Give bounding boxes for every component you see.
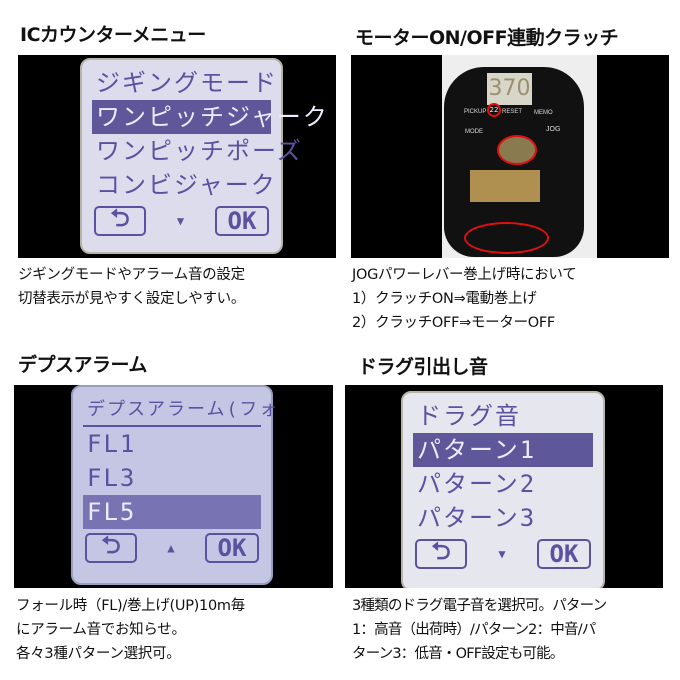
depth-alarm-image: デプスアラーム(フォ FL1 FL3 FL5 ⮌ ▲ OK xyxy=(14,385,333,588)
lcd-row-selected: FL5 xyxy=(83,495,261,529)
reel-counter-display: 370 xyxy=(487,73,532,105)
caption-line: にアラーム音でお知らせ。 xyxy=(16,622,186,638)
clutch-highlight xyxy=(497,135,537,165)
spool xyxy=(470,170,540,202)
lcd-screen: デプスアラーム(フォ FL1 FL3 FL5 ⮌ ▲ OK xyxy=(71,385,277,585)
caption-line: フォール時（FL)/巻上げ(UP)10m毎 xyxy=(16,598,245,614)
caption-line: JOGパワーレバー巻上げ時において xyxy=(352,267,577,283)
ok-button: OK xyxy=(214,206,269,236)
panel-title-clutch: モーターON/OFF連動クラッチ xyxy=(355,27,619,49)
sub-counter-highlight: 22 xyxy=(487,103,501,117)
caption-line: ジギングモードやアラーム音の設定 xyxy=(18,267,245,283)
triangle-down-icon: ▼ xyxy=(498,547,506,561)
caption-line: ターン3：低音・OFF設定も可能。 xyxy=(352,646,564,662)
return-arrow-icon: ⮌ xyxy=(94,204,146,236)
photo-background: 370 22 PICKUP RESET MEMO MODE JOG xyxy=(442,55,597,258)
caption-line: 各々3種パターン選択可。 xyxy=(16,646,181,662)
return-arrow-icon: ⮌ xyxy=(415,537,467,569)
lcd-row: ジギングモード xyxy=(96,69,278,97)
lcd-row-selected: パターン1 xyxy=(413,433,593,467)
ic-counter-image: ジギングモード ワンピッチジャーク ワンピッチポーズ コンビジャーク ⮌ ▼ OK xyxy=(18,55,336,258)
panel-title-ic-counter: ICカウンターメニュー xyxy=(20,24,206,46)
ok-button: OK xyxy=(536,539,591,569)
triangle-down-icon: ▼ xyxy=(176,214,185,228)
panel-title-drag-sound: ドラグ引出し音 xyxy=(358,356,488,378)
lcd-header: デプスアラーム(フォ xyxy=(83,393,277,427)
memo-button-label: MEMO xyxy=(534,110,553,116)
pickup-button-label: PICKUP xyxy=(464,109,487,115)
caption-drag-sound: 3種類のドラグ電子音を選択可。パターン 1：高音（出荷時）/パターン2：中音/パ… xyxy=(352,594,607,666)
lcd-row-selected: ワンピッチジャーク xyxy=(92,100,327,134)
return-arrow-icon: ⮌ xyxy=(85,531,137,563)
drag-sound-image: ドラグ音 パターン1 パターン2 パターン3 ⮌ ▼ OK xyxy=(345,385,663,588)
lcd-row: ワンピッチポーズ xyxy=(96,137,303,165)
lcd-row: コンビジャーク xyxy=(96,171,277,199)
caption-depth-alarm: フォール時（FL)/巻上げ(UP)10m毎 にアラーム音でお知らせ。 各々3種パ… xyxy=(16,594,245,666)
caption-line: 2）クラッチOFF⇒モーターOFF xyxy=(352,315,555,331)
lcd-row: パターン2 xyxy=(417,470,537,498)
jog-label: JOG xyxy=(546,126,561,133)
lcd-screen: ジギングモード ワンピッチジャーク ワンピッチポーズ コンビジャーク ⮌ ▼ OK xyxy=(80,58,327,254)
caption-line: 1：高音（出荷時）/パターン2：中音/パ xyxy=(352,622,596,638)
reel-photo: 370 22 PICKUP RESET MEMO MODE JOG xyxy=(351,55,669,258)
panel-title-depth-alarm: デプスアラーム xyxy=(18,354,147,376)
caption-clutch: JOGパワーレバー巻上げ時において 1）クラッチON⇒電動巻上げ 2）クラッチO… xyxy=(352,263,577,335)
lcd-row: FL1 xyxy=(87,430,137,458)
lcd-screen: ドラグ音 パターン1 パターン2 パターン3 ⮌ ▼ OK xyxy=(401,391,605,588)
lcd-header: ドラグ音 xyxy=(417,402,521,430)
reset-button-label: RESET xyxy=(502,109,523,115)
caption-line: 切替表示が見やすく設定しやすい。 xyxy=(18,291,246,307)
caption-line: 1）クラッチON⇒電動巻上げ xyxy=(352,291,537,307)
lcd-row: FL3 xyxy=(87,464,137,492)
mode-button-label: MODE xyxy=(465,129,483,135)
jog-lever-highlight xyxy=(464,222,549,254)
lcd-row: パターン3 xyxy=(417,504,537,532)
caption-ic-counter: ジギングモードやアラーム音の設定 切替表示が見やすく設定しやすい。 xyxy=(18,263,245,311)
triangle-up-icon: ▲ xyxy=(167,541,175,555)
caption-line: 3種類のドラグ電子音を選択可。パターン xyxy=(352,598,607,614)
ok-button: OK xyxy=(204,533,259,563)
